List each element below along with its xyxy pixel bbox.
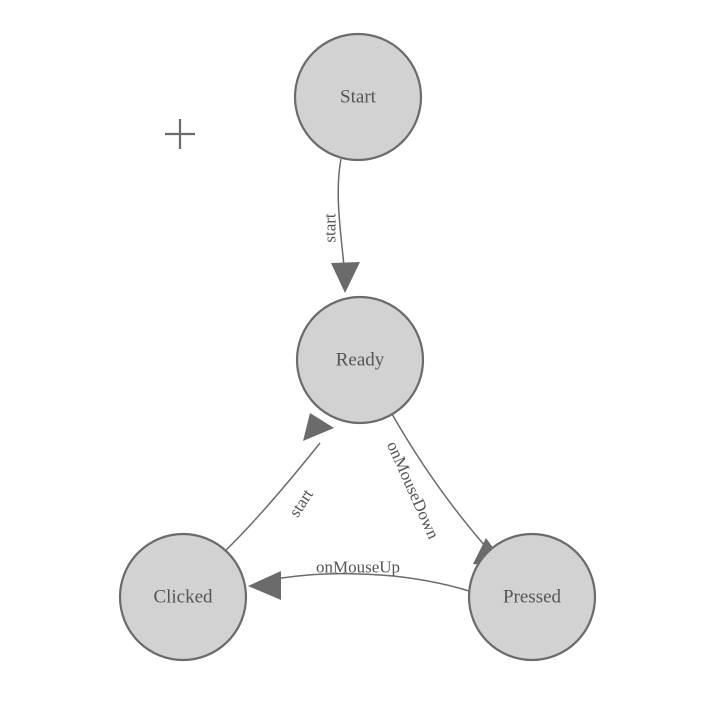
- edge-pressed-to-clicked[interactable]: onMouseUp: [248, 558, 470, 601]
- edge-clicked-to-ready[interactable]: start: [224, 413, 334, 552]
- nodes-layer: Start Ready Clicked Pressed: [118, 32, 597, 662]
- edge-line-pressed-to-clicked[interactable]: [264, 572, 470, 592]
- arrowhead-into-clicked: [248, 571, 281, 600]
- arrowhead-into-ready-from-clicked: [303, 413, 334, 441]
- edge-label-pressed-to-clicked: onMouseUp: [316, 558, 400, 577]
- edge-label-ready-to-pressed: onMouseDown: [383, 438, 443, 542]
- crosshair-icon: [165, 119, 195, 149]
- state-circle-ready[interactable]: [295, 295, 425, 425]
- state-node-start[interactable]: Start: [293, 32, 423, 162]
- edge-label-start-to-ready: start: [321, 213, 340, 243]
- state-node-ready[interactable]: Ready: [295, 295, 425, 425]
- state-circle-pressed[interactable]: [467, 532, 597, 662]
- arrowhead-into-ready-from-start: [331, 262, 360, 293]
- edge-start-to-ready[interactable]: start: [321, 158, 361, 293]
- edge-line-ready-to-pressed[interactable]: [391, 413, 494, 556]
- state-circle-start[interactable]: [293, 32, 423, 162]
- edge-label-clicked-to-ready: start: [285, 485, 317, 520]
- state-node-clicked[interactable]: Clicked: [118, 532, 248, 662]
- edge-ready-to-pressed[interactable]: onMouseDown: [383, 413, 507, 567]
- edge-line-clicked-to-ready[interactable]: [224, 442, 321, 552]
- state-circle-clicked[interactable]: [118, 532, 248, 662]
- state-node-pressed[interactable]: Pressed: [467, 532, 597, 662]
